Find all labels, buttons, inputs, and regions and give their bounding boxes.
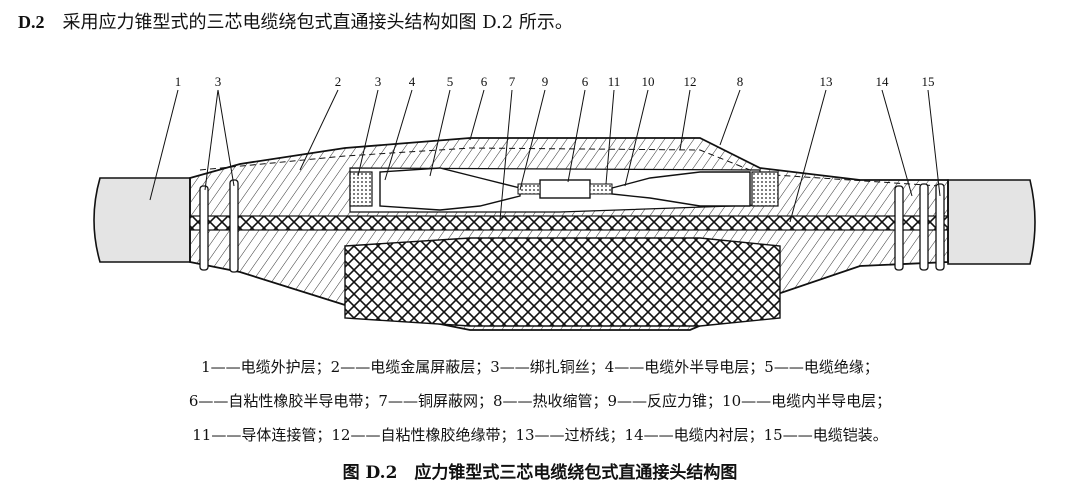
inner-semicon-right — [589, 183, 613, 195]
outer-semicon-left — [349, 171, 373, 207]
callout-label: 3 — [375, 74, 382, 89]
callout-label: 10 — [642, 74, 655, 89]
callout-label: 7 — [509, 74, 516, 89]
callout-label: 6 — [582, 74, 589, 89]
left-cable-sheath — [93, 177, 191, 263]
joint-structure-drawing: 1 3 2 3 4 5 6 7 9 6 11 10 12 8 13 14 15 — [93, 74, 1036, 331]
inner-semicon-left — [517, 183, 541, 195]
figure-caption: 图 D.2 应力锥型式三芯电缆绕包式直通接头结构图 — [342, 463, 738, 483]
binding-wires — [199, 179, 945, 273]
callout-label: 8 — [737, 74, 744, 89]
outer-semicon-right — [751, 171, 779, 207]
right-cable-sheath — [947, 179, 1036, 265]
callout-numbers: 1 3 2 3 4 5 6 7 9 6 11 10 12 8 13 14 15 — [175, 74, 935, 89]
section-text: 采用应力锥型式的三芯电缆绕包式直通接头结构如图 D.2 所示。 — [62, 12, 573, 33]
legend-line-1: 1——电缆外护层；2——电缆金属屏蔽层；3——绑扎铜丝；4——电缆外半导电层；5… — [201, 358, 879, 376]
callout-label: 13 — [820, 74, 833, 89]
legend-line-3: 11——导体连接管；12——自粘性橡胶绝缘带；13——过桥线；14——电缆内衬层… — [192, 426, 888, 444]
cable-insulation-cone-left — [379, 167, 521, 211]
copper-mesh-body — [344, 237, 781, 327]
section-heading: D.2 采用应力锥型式的三芯电缆绕包式直通接头结构如图 D.2 所示。 — [18, 8, 573, 34]
callout-label: 2 — [335, 74, 342, 89]
callout-label: 1 — [175, 74, 182, 89]
callout-label: 12 — [684, 74, 697, 89]
callout-label: 3 — [215, 74, 222, 89]
cable-insulation-cone-right — [611, 171, 751, 207]
callout-label: 4 — [409, 74, 416, 89]
callout-label: 14 — [876, 74, 890, 89]
callout-label: 11 — [608, 74, 621, 89]
leader-lines — [149, 89, 941, 223]
copper-mesh-band — [189, 215, 949, 231]
callout-label: 6 — [481, 74, 488, 89]
callout-label: 9 — [542, 74, 549, 89]
legend-line-2: 6——自粘性橡胶半导电带；7——铜屏蔽网；8——热收缩管；9——反应力锥；10—… — [188, 392, 892, 410]
section-number: D.2 — [18, 12, 45, 32]
callout-label: 5 — [447, 74, 454, 89]
callout-label: 15 — [922, 74, 935, 89]
conductor-connector — [539, 179, 591, 199]
